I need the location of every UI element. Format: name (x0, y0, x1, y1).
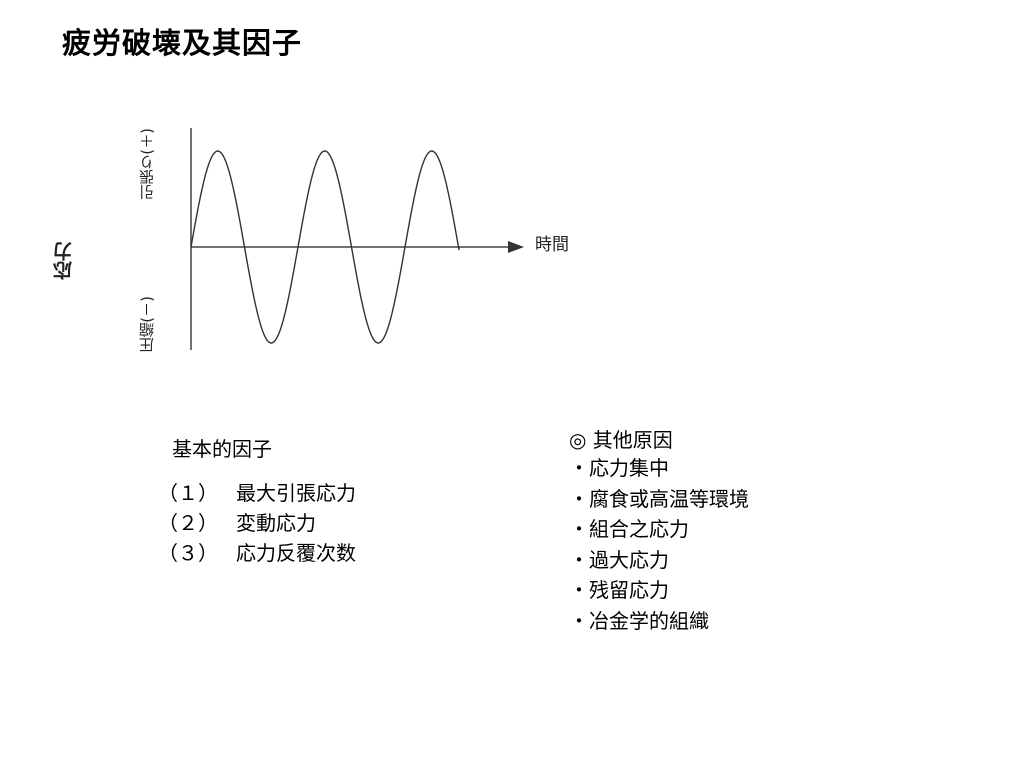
other-cause-item: ・残留応力 (569, 578, 669, 602)
basic-factor-item: （２） 変動応力 (158, 508, 356, 538)
time-axis-arrowhead (508, 241, 524, 253)
stress-axis-label: 応力 (53, 242, 75, 280)
other-causes-list: ・応力集中 ・腐食或高温等環境 ・組合之応力 ・過大応力 ・残留応力 ・冶金学的… (569, 453, 749, 636)
page-title: 疲労破壊及其因子 (62, 26, 303, 60)
basic-factors-title: 基本的因子 (172, 437, 272, 461)
item-text: 最大引張応力 (236, 481, 356, 505)
item-text: 変動応力 (236, 511, 316, 535)
item-number: （１） (158, 481, 218, 505)
basic-factors-list: （１） 最大引張応力 （２） 変動応力 （３） 応力反覆次数 (158, 478, 356, 568)
compression-label: 圧縮(－) (138, 296, 156, 353)
other-cause-item: ・過大応力 (569, 547, 669, 572)
item-number: （２） (158, 511, 218, 535)
time-axis-label: 時間 (535, 235, 569, 255)
tension-label: 引張り(＋) (138, 128, 156, 200)
stress-wave (190, 150, 460, 344)
other-cause-item: ・腐食或高温等環境 (569, 486, 749, 511)
other-causes-title: ◎ 其他原因 (569, 428, 673, 452)
basic-factor-item: （３） 応力反覆次数 (158, 538, 356, 568)
item-number: （３） (158, 541, 218, 565)
item-text: 応力反覆次数 (236, 541, 356, 565)
other-cause-item: ・応力集中 (569, 456, 669, 480)
basic-factor-item: （１） 最大引張応力 (158, 478, 356, 508)
other-cause-item: ・冶金学的組織 (569, 608, 709, 633)
other-cause-item: ・組合之応力 (569, 517, 689, 541)
